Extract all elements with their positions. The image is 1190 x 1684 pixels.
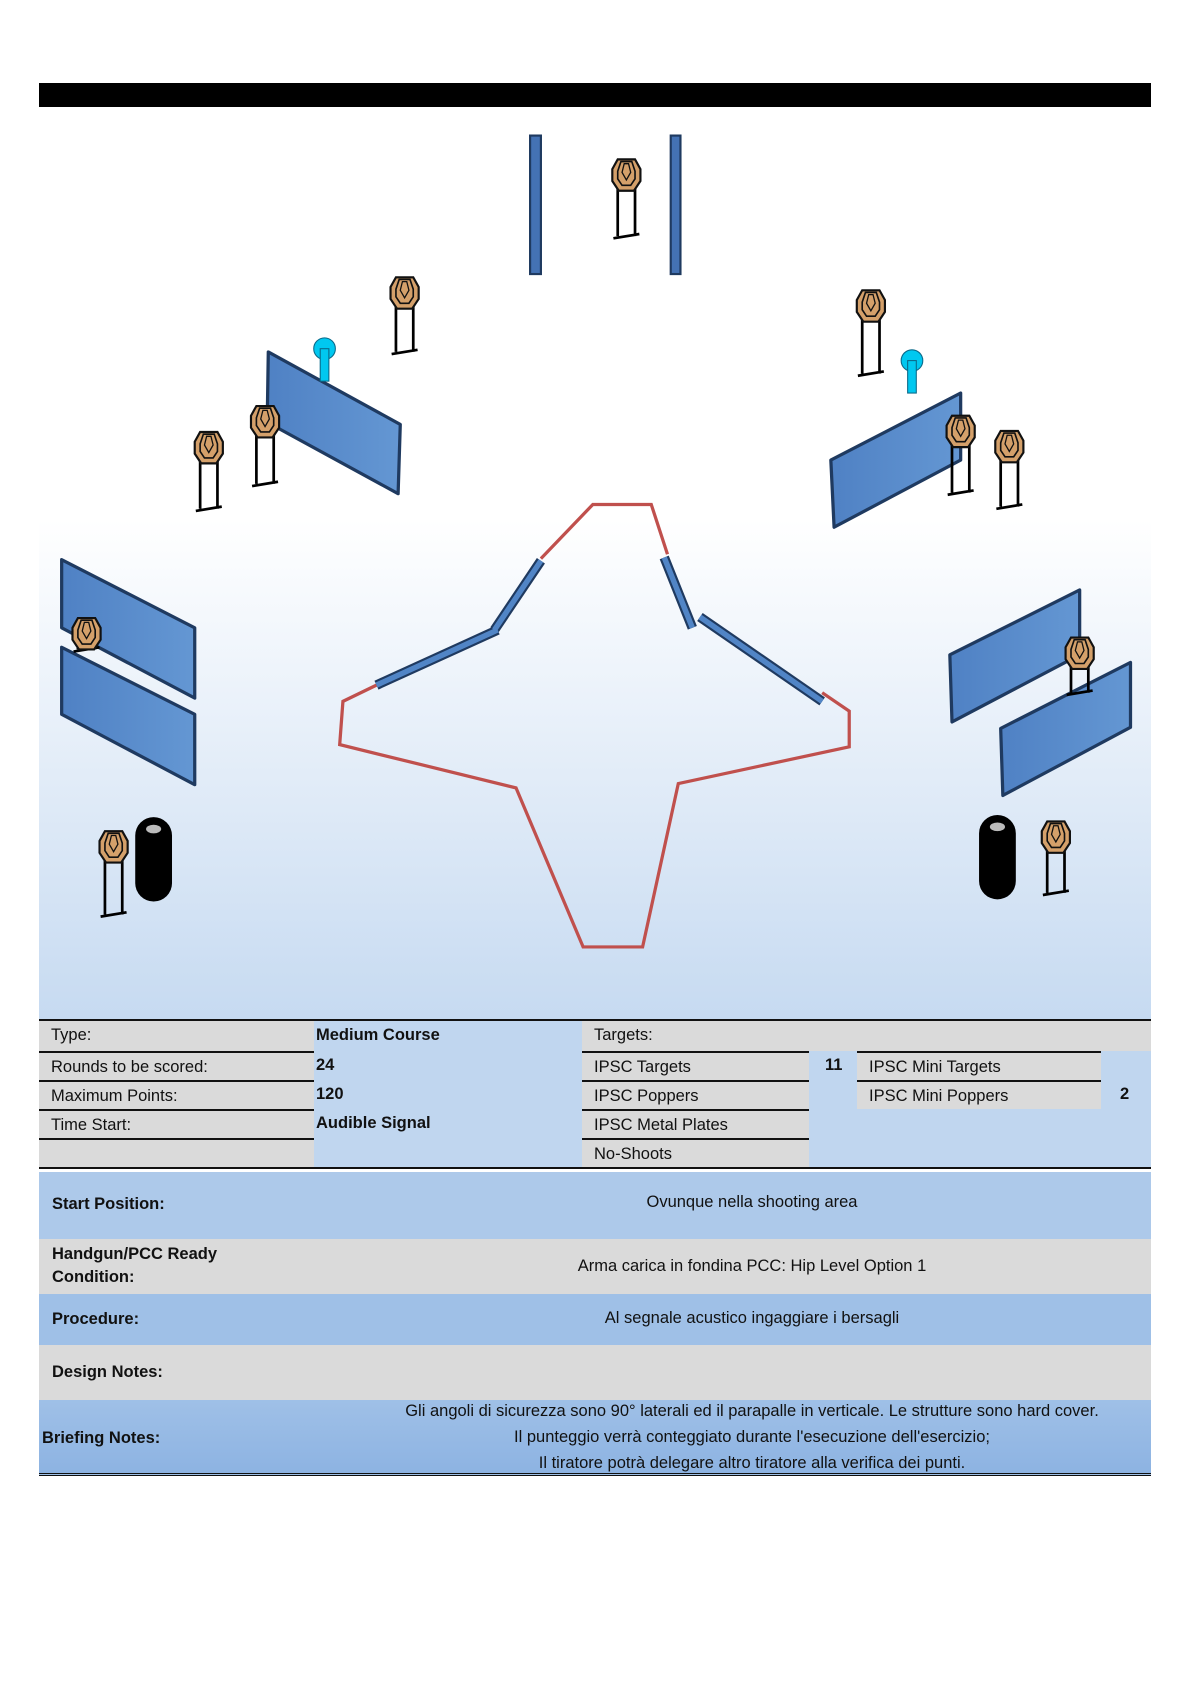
tire-stacks [135,814,1016,902]
briefing-line: Gli angoli di sicurezza sono 90° lateral… [405,1402,1099,1420]
target-icon [1064,636,1096,697]
fault-line [337,502,851,949]
target-icon [71,616,102,653]
procedure-row: Procedure: Al segnale acustico ingaggiar… [39,1294,1151,1345]
procedure-value: Al segnale acustico ingaggiare i bersagl… [604,1309,900,1327]
mini-poppers-count: 2 [1120,1085,1130,1103]
metal-plates-label: IPSC Metal Plates [582,1109,809,1138]
target-icon [389,275,421,356]
type-label: Type: [39,1021,314,1051]
target-icon [1040,820,1072,897]
wall [265,350,402,496]
briefing-line: Il tiratore potrà delegare altro tirator… [538,1454,966,1472]
start-position-row: Start Position: Ovunque nella shooting a… [39,1172,1151,1239]
briefing-line: Il punteggio verrà conteggiato durante l… [514,1428,990,1446]
ready-label-2: Condition: [52,1268,135,1286]
target-icon [993,429,1025,511]
targets-header: Targets: [582,1021,1151,1051]
briefing-notes-label: Briefing Notes: [42,1429,161,1447]
rounds-value: 24 [316,1056,335,1074]
wall-vertical [669,134,682,276]
rounds-label: Rounds to be scored: [39,1051,314,1080]
target-icon [193,430,225,513]
design-notes-label: Design Notes: [52,1363,163,1381]
wall [60,558,197,700]
start-value: Audible Signal [316,1114,431,1132]
target-icon [610,158,642,240]
targets [71,158,1096,918]
slanted-walls [60,350,1133,798]
target-icon [249,404,281,488]
briefing-notes-row: Briefing Notes: Gli angoli di sicurezza … [39,1400,1151,1476]
ready-condition-row: Handgun/PCC Ready Condition: Arma carica… [39,1239,1151,1294]
no-shoots-label: No-Shoots [582,1138,809,1167]
design-notes-row: Design Notes: [39,1345,1151,1400]
wall [829,391,963,529]
target-icon [98,829,130,918]
wall [60,645,197,787]
start-position-label: Start Position: [52,1195,165,1213]
wall-vertical [529,134,542,276]
points-label: Maximum Points: [39,1080,314,1109]
tires-icon [135,817,173,902]
fault-line-walls [374,555,825,706]
start-position-value: Ovunque nella shooting area [646,1193,858,1211]
mini-targets-label: IPSC Mini Targets [857,1051,1101,1080]
ready-value: Arma carica in fondina PCC: Hip Level Op… [577,1257,927,1275]
title-bar [39,83,1151,107]
vertical-walls [529,134,682,276]
ipsc-targets-count: 11 [825,1056,843,1074]
diagram-background [39,520,1151,1021]
poppers [313,337,924,394]
mini-poppers-label: IPSC Mini Poppers [857,1080,1101,1109]
start-label: Time Start: [39,1109,314,1138]
ipsc-poppers-label: IPSC Poppers [582,1080,809,1109]
ipsc-targets-label: IPSC Targets [582,1051,809,1080]
target-icon [855,288,887,378]
procedure-label: Procedure: [52,1310,140,1328]
points-value: 120 [316,1085,344,1103]
ready-label: Handgun/PCC Ready [52,1245,218,1263]
tires-icon [979,814,1016,900]
target-icon [945,414,977,497]
type-value: Medium Course [316,1026,440,1044]
